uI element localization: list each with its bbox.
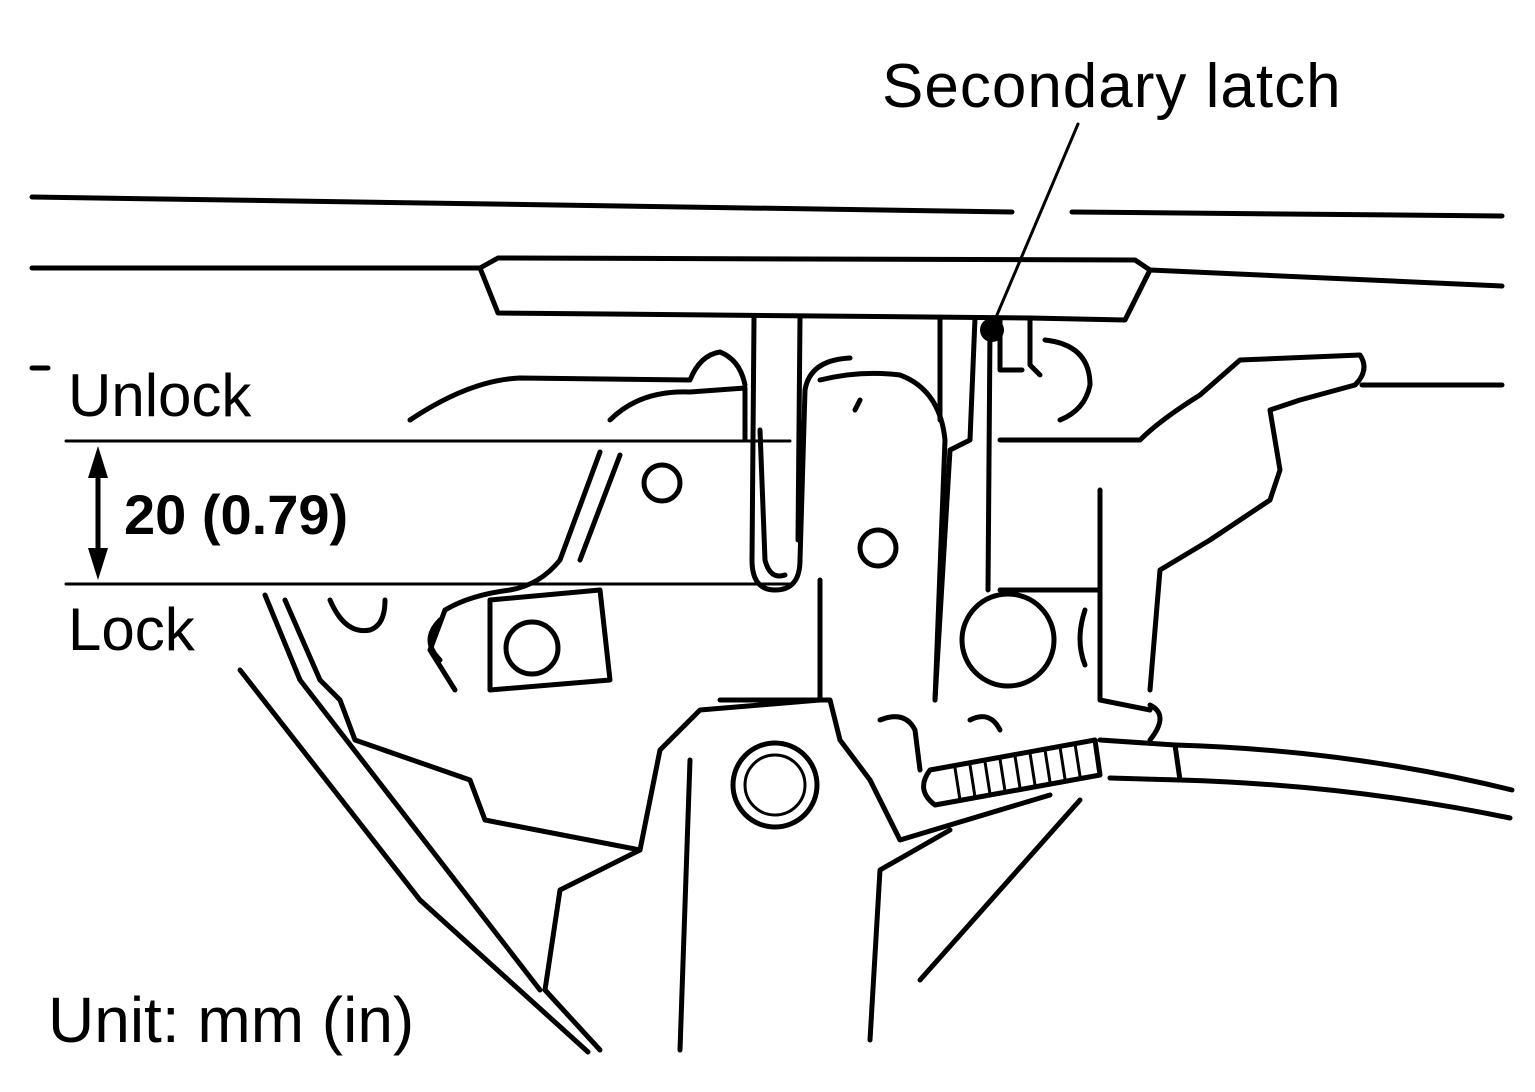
unit-label: Unit: mm (in) bbox=[48, 984, 415, 1056]
unlock-label: Unlock bbox=[68, 362, 252, 429]
secondary-latch-lever bbox=[980, 315, 1043, 593]
dimension-label: 20 (0.79) bbox=[124, 483, 349, 546]
secondary-latch-pivot bbox=[980, 318, 1004, 342]
release-lever-right bbox=[959, 337, 1367, 713]
return-spring bbox=[921, 737, 1103, 808]
dimension-reference-lines bbox=[64, 439, 792, 586]
latch-body-center bbox=[542, 315, 978, 1053]
lock-label: Lock bbox=[68, 596, 195, 663]
hood-striker bbox=[749, 315, 853, 593]
secondary-latch-leader bbox=[992, 122, 1080, 324]
latch-body-left bbox=[317, 349, 748, 853]
dimension-arrow bbox=[88, 446, 108, 580]
hood-panel-lines bbox=[29, 194, 1505, 388]
release-cable bbox=[1097, 702, 1515, 821]
lower-bracket bbox=[867, 714, 1083, 1043]
secondary-latch-label: Secondary latch bbox=[882, 52, 1342, 121]
left-support-brace bbox=[237, 592, 591, 1055]
striker-plate bbox=[477, 255, 1153, 323]
